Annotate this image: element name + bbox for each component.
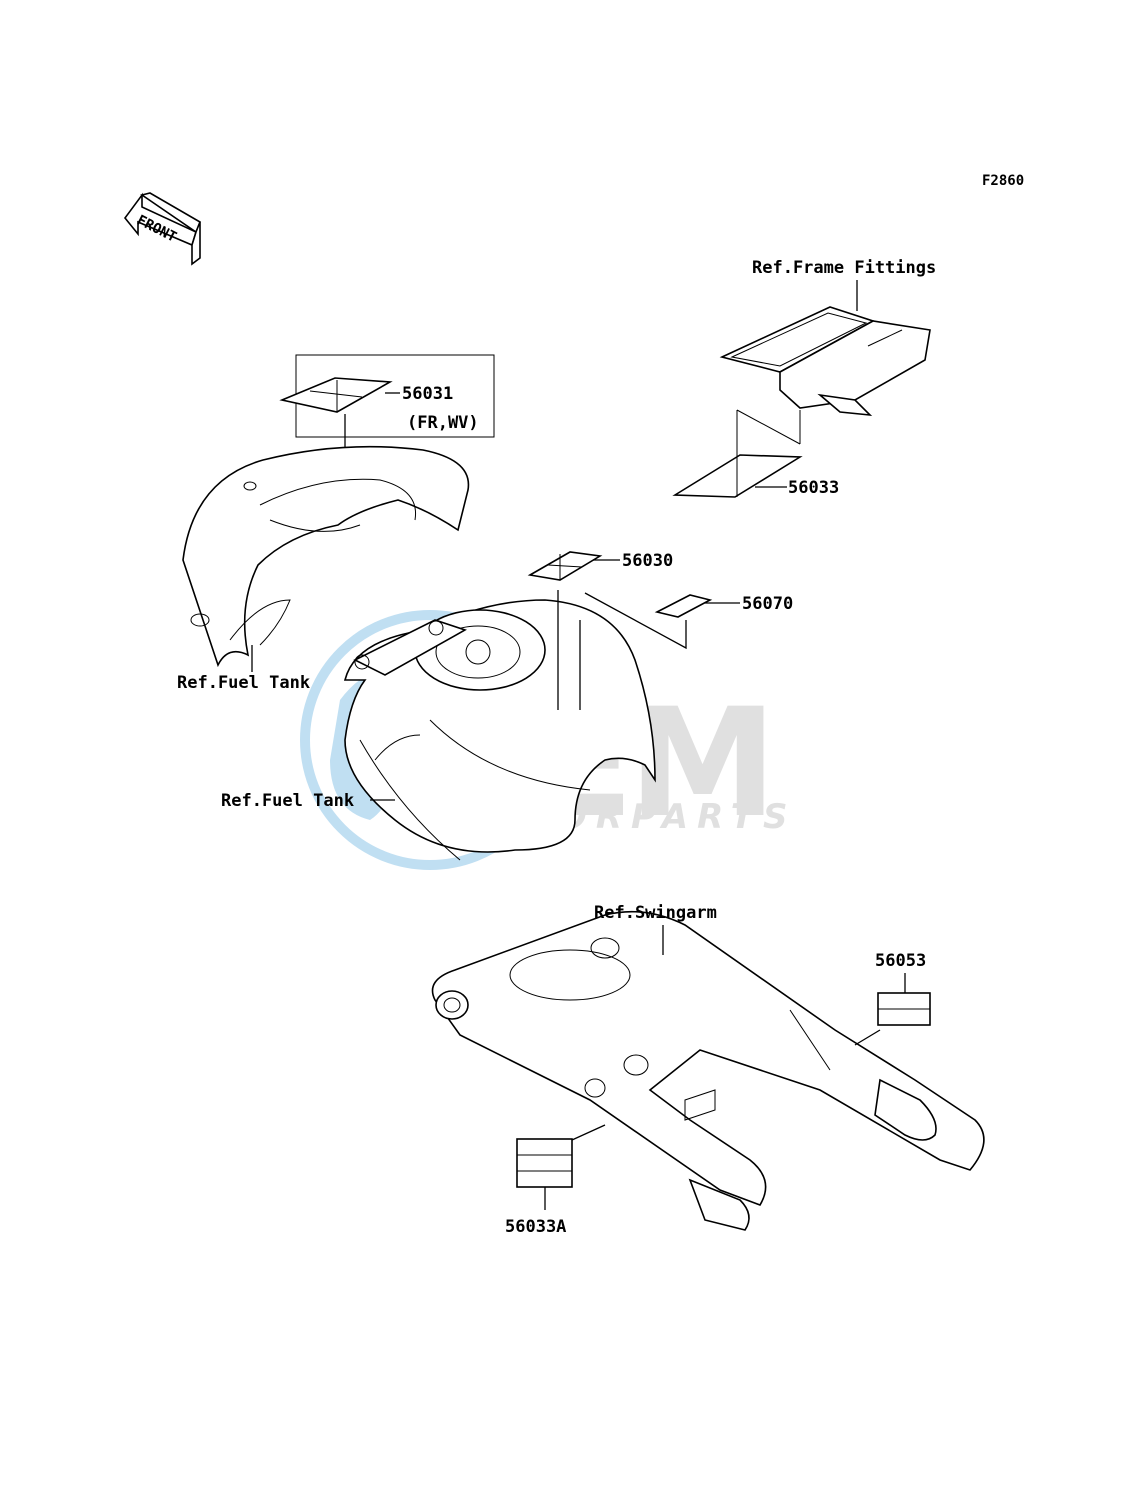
front-arrow-icon: FRONT: [123, 192, 201, 266]
ref-fuel-tank-label-1: Ref.Fuel Tank: [177, 673, 310, 693]
part-56033: 56033: [788, 478, 839, 498]
part-56031: 56031: [402, 384, 453, 404]
part-56070: 56070: [742, 594, 793, 614]
sticker-56030: [527, 551, 603, 581]
ref-fuel-tank-label-2: Ref.Fuel Tank: [221, 791, 354, 811]
sticker-56033A: [516, 1138, 573, 1188]
ref-frame-fittings-label: Ref.Frame Fittings: [752, 258, 936, 278]
ref-swingarm-label: Ref.Swingarm: [594, 903, 717, 923]
sticker-56031: [279, 377, 393, 413]
sticker-56070: [654, 594, 713, 618]
part-56033A: 56033A: [505, 1217, 566, 1237]
sticker-56033: [672, 409, 803, 498]
part-56030: 56030: [622, 551, 673, 571]
part-56053: 56053: [875, 951, 926, 971]
sticker-56053: [877, 992, 931, 1026]
swingarm-part: [431, 910, 985, 1231]
frame-fittings-part: [719, 306, 931, 417]
fuel-tank-part: [343, 599, 656, 861]
fuel-tank-cover-part: [182, 445, 470, 668]
part-56031-note: (FR,WV): [407, 413, 479, 433]
diagram-code: F2860: [982, 173, 1024, 189]
